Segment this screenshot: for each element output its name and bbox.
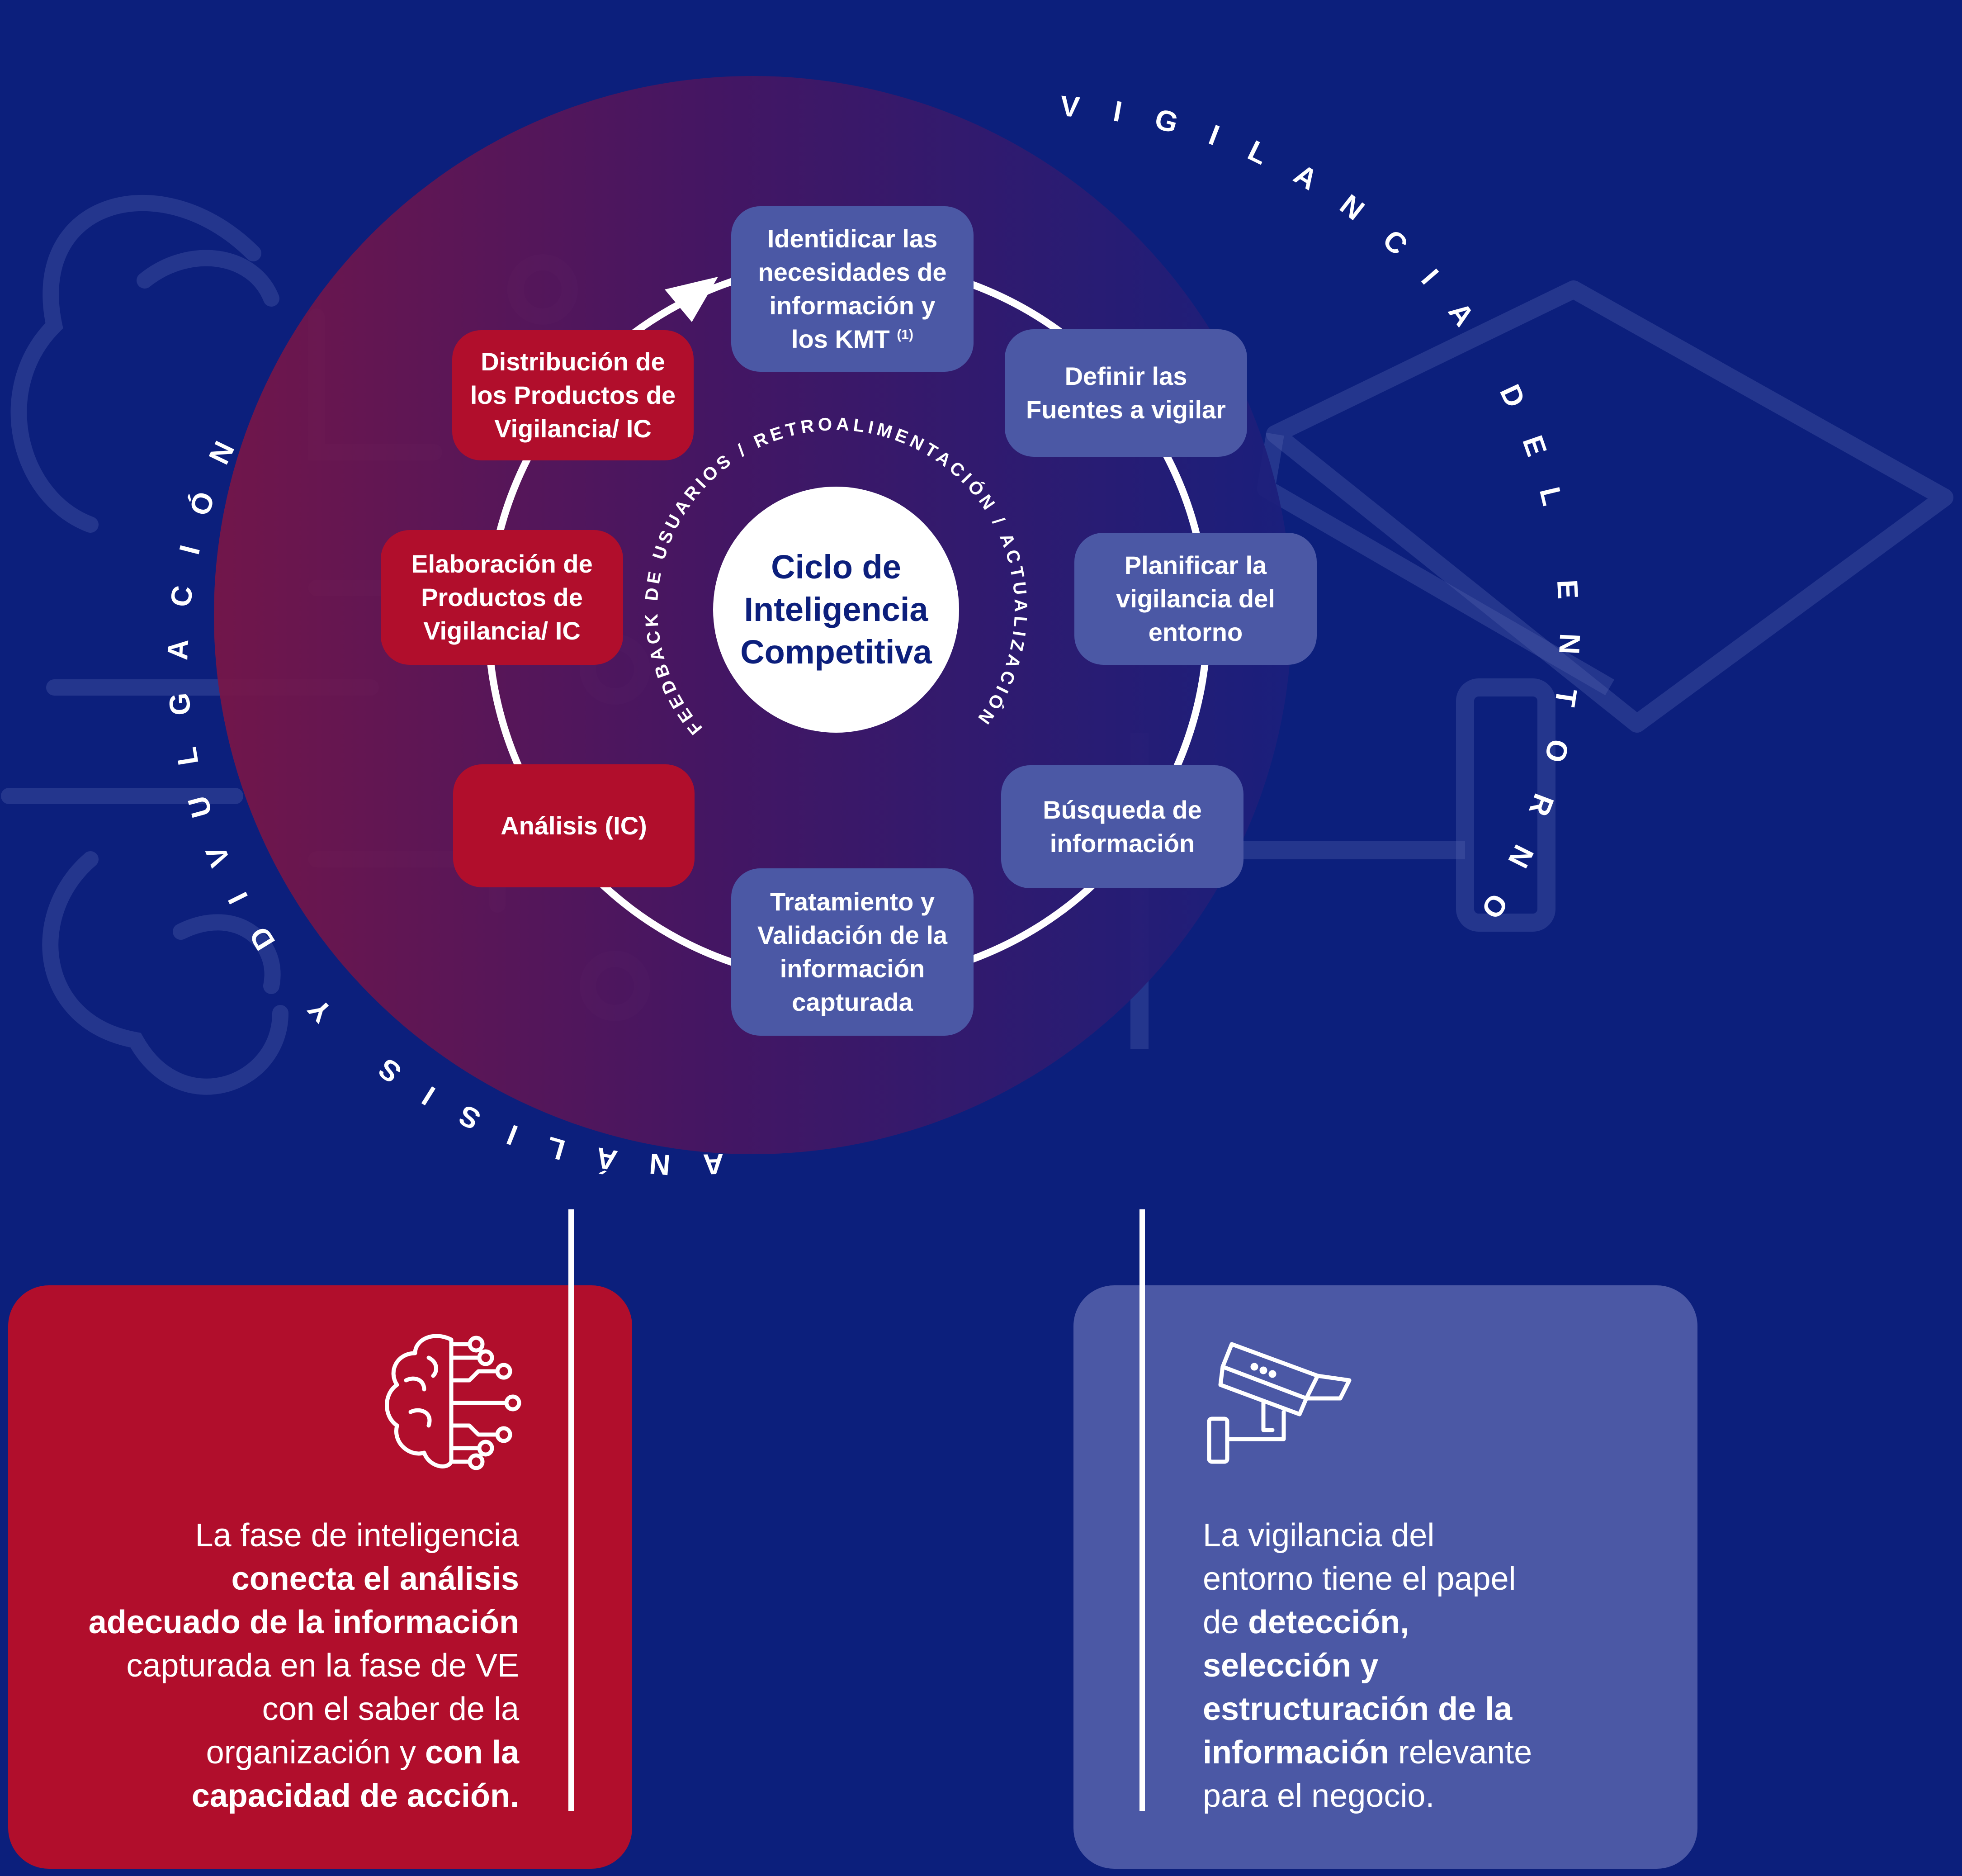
step-define-sources: Definir las Fuentes a vigilar: [1005, 329, 1247, 457]
cycle-title: Ciclo de Inteligencia Competitiva: [713, 487, 959, 733]
step-process-validate: Tratamiento y Validación de la informaci…: [731, 868, 974, 1036]
connector-line-environment: [1139, 1209, 1145, 1811]
card-environment: La vigilancia del entorno tiene el papel…: [1073, 1285, 1697, 1869]
step-plan-monitoring: Planificar la vigilancia del entorno: [1074, 533, 1317, 665]
cycle-arrow-icon: [665, 277, 718, 322]
connector-line-analysis: [568, 1209, 574, 1811]
card-environment-text: La vigilancia del entorno tiene el papel…: [1203, 1517, 1532, 1814]
step-elaborate-products: Elaboración de Productos de Vigilancia/ …: [381, 530, 623, 665]
card-analysis: La fase de inteligencia conecta el análi…: [8, 1285, 632, 1869]
security-camera-icon: [1207, 1342, 1352, 1464]
step-analysis: Análisis (IC): [453, 764, 695, 887]
step-distribute-products: Distribución de los Productos de Vigilan…: [452, 330, 694, 460]
card-analysis-text: La fase de inteligencia conecta el análi…: [88, 1517, 519, 1814]
step-identify-needs: Identidicar las necesidades de informaci…: [731, 206, 974, 372]
brain-circuit-icon: [385, 1334, 521, 1470]
step-search-information: Búsqueda de información: [1001, 765, 1243, 888]
footnote-marker: (1): [897, 327, 913, 342]
